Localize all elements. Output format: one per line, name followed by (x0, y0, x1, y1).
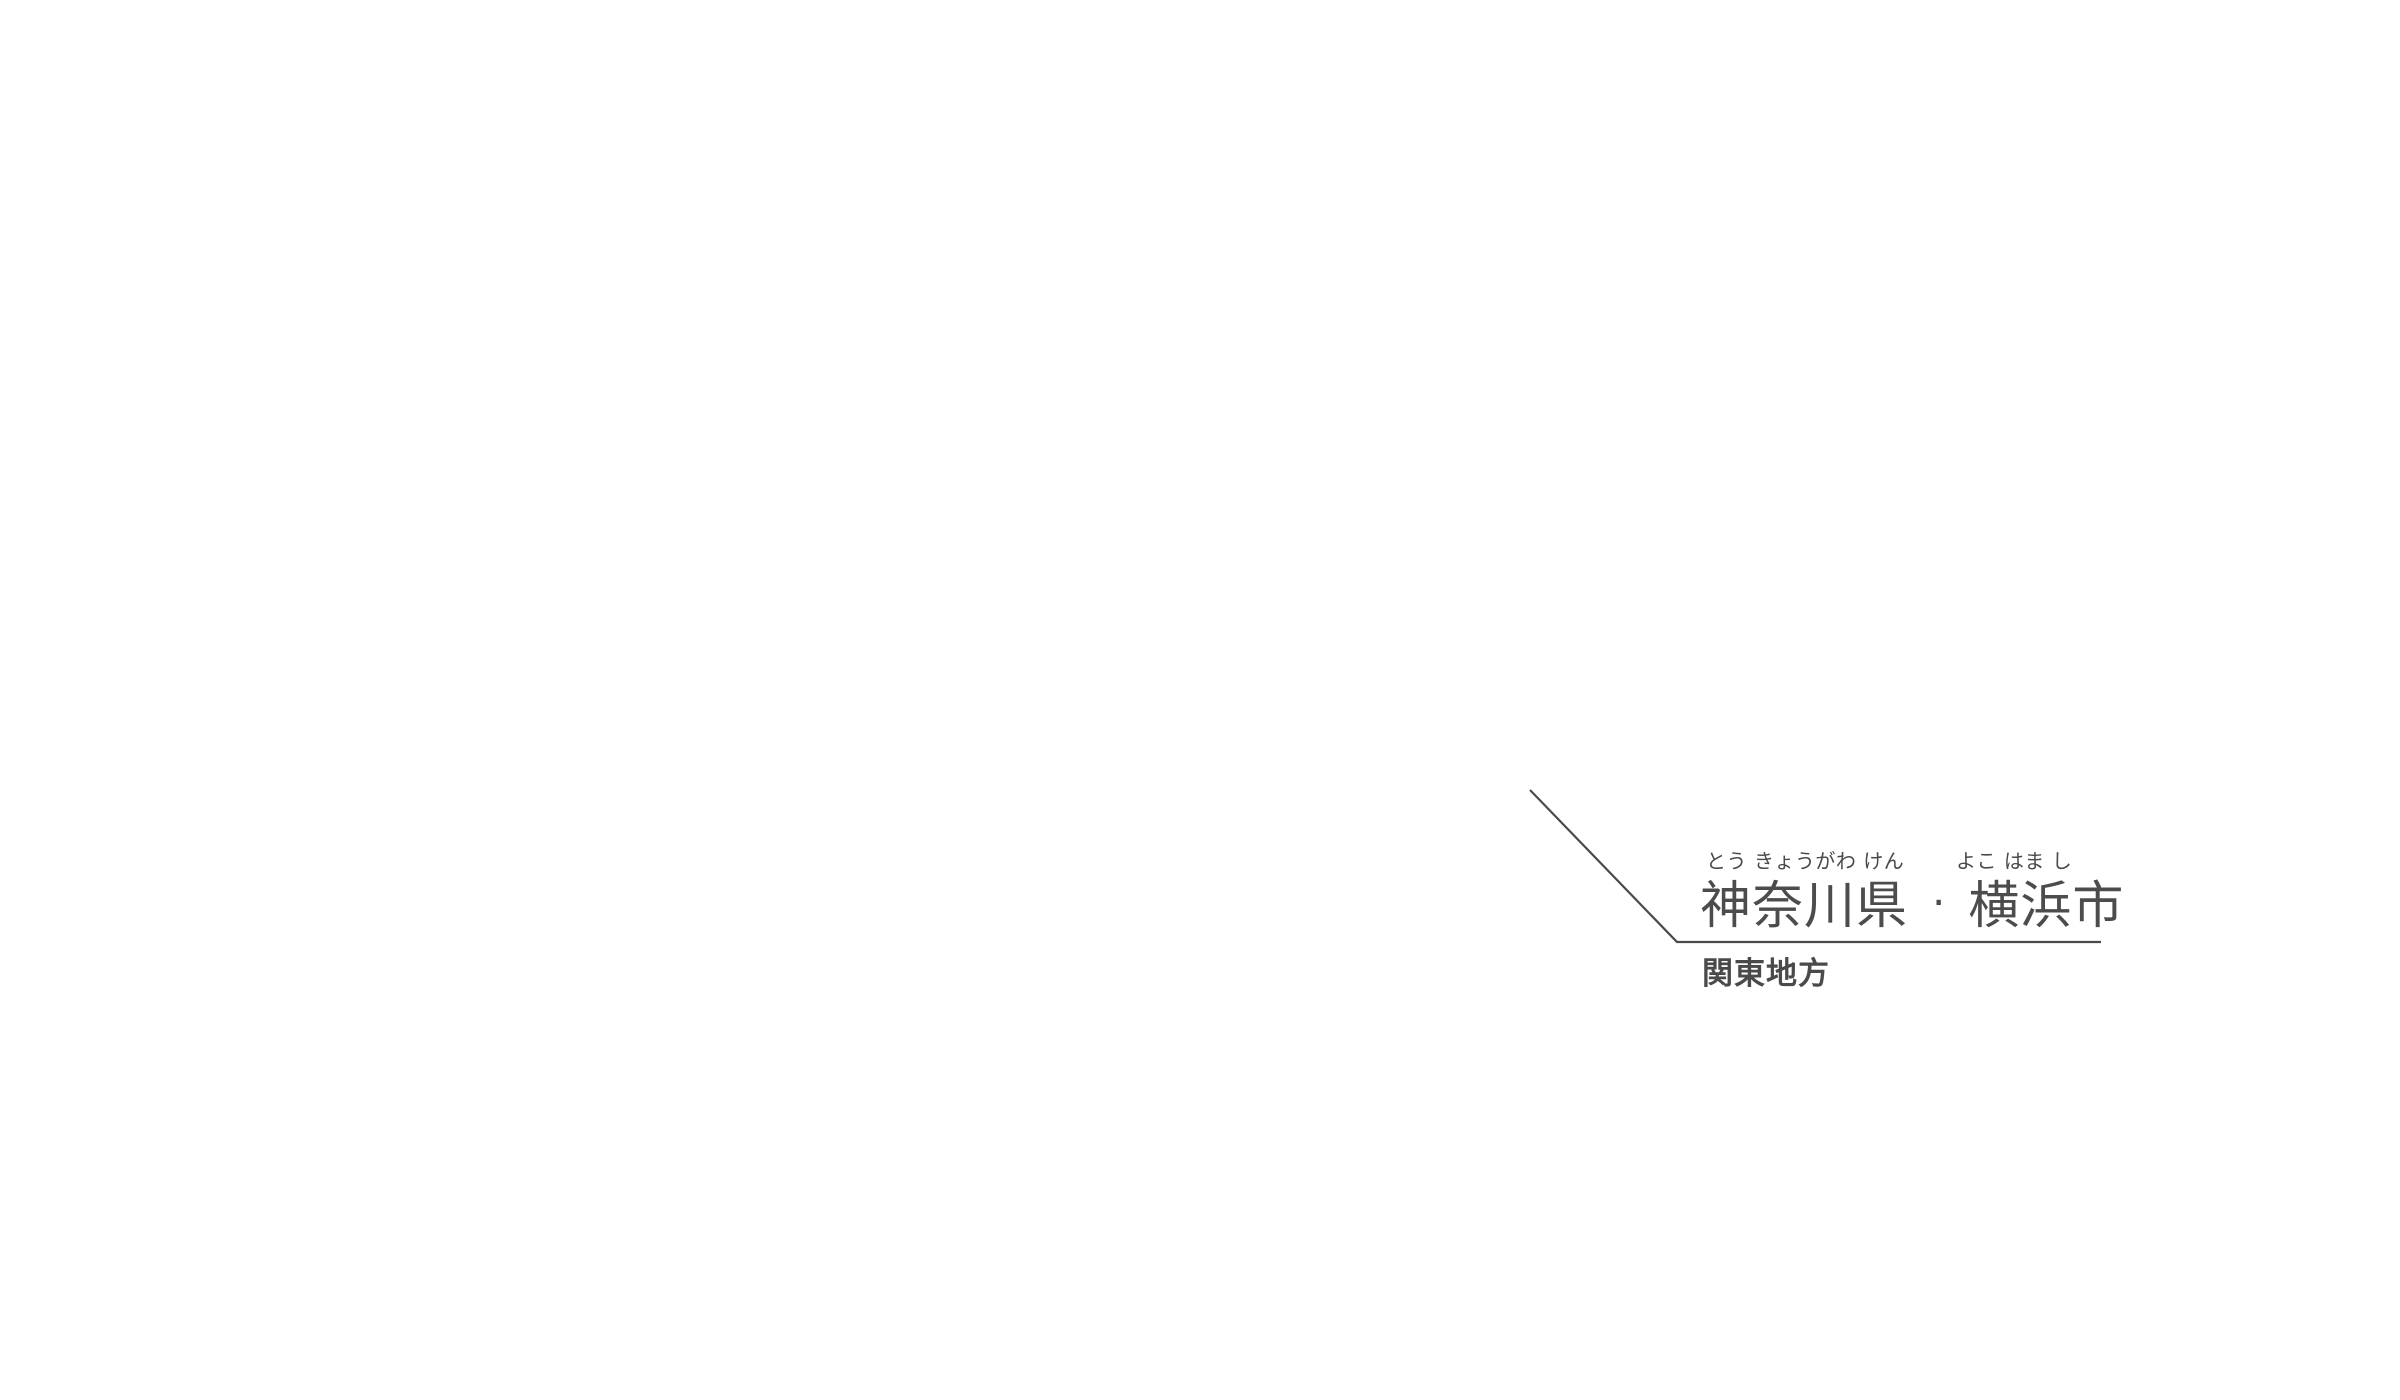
prefecture-reading: とう きょうがわ けん (1706, 849, 1905, 873)
location-separator: · (1932, 878, 1947, 927)
location-title: 神奈川県 · 横浜市 (1700, 872, 2125, 936)
city-name: 横浜市 (1968, 877, 2125, 936)
city-reading: よこ はま し (1956, 849, 2073, 873)
region-label: 関東地方 (1702, 956, 1830, 992)
prefecture-name: 神奈川県 (1700, 877, 1909, 936)
